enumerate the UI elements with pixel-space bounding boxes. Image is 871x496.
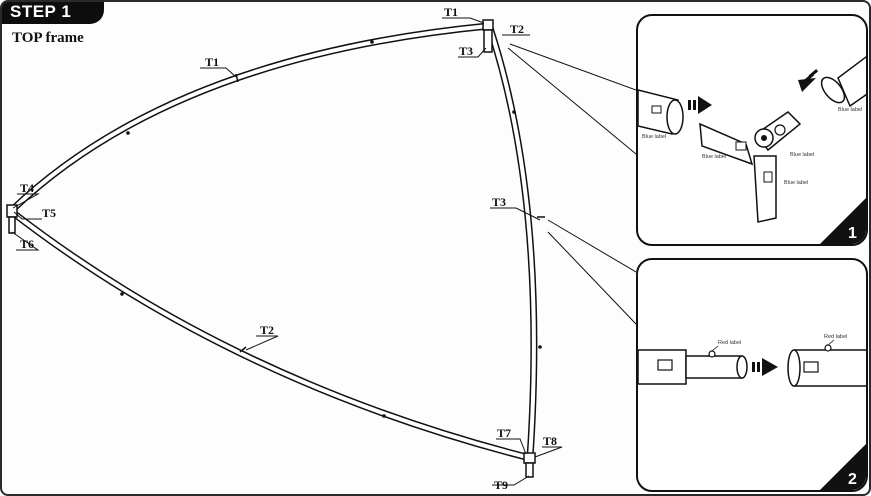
label-blue-tube: Blue label xyxy=(702,154,726,160)
label-blue-leg: Blue label xyxy=(784,180,808,186)
label-t1-left: T1 xyxy=(205,55,219,69)
step-title-banner: STEP 1 xyxy=(2,2,104,24)
label-t2-bottom: T2 xyxy=(260,323,274,337)
inset-1-number: 1 xyxy=(848,225,857,242)
section-subtitle: TOP frame xyxy=(12,30,84,46)
tube-receiving-end xyxy=(787,339,866,387)
inset-number-badge xyxy=(820,444,866,490)
label-blue-right: Blue label xyxy=(838,107,862,113)
label-leaders xyxy=(11,17,563,486)
label-t9: T9 xyxy=(494,478,508,492)
tube-right-end xyxy=(820,56,866,108)
tube-with-insert xyxy=(638,345,748,385)
inset-2-number: 2 xyxy=(848,471,857,488)
label-t3-upper: T3 xyxy=(459,44,473,58)
corner-connector-3way xyxy=(699,111,802,223)
label-t2-right: T2 xyxy=(510,22,524,36)
tube-left-end xyxy=(638,89,684,135)
corner-connector-bottom xyxy=(523,452,536,478)
label-blue-left: Blue label xyxy=(642,134,666,140)
label-blue-joint: Blue label xyxy=(790,152,814,158)
tube-dots xyxy=(120,40,542,418)
label-t4: T4 xyxy=(20,181,34,195)
inset-1-corner-connection: Blue label Blue label Blue label Blue la… xyxy=(636,14,868,246)
label-t7: T7 xyxy=(497,426,511,440)
label-t8: T8 xyxy=(543,434,557,448)
tube-t3 xyxy=(486,26,538,459)
inset-1-drawing: Blue label Blue label Blue label Blue la… xyxy=(638,56,866,244)
arrow-right-icon xyxy=(752,358,778,376)
inset-number-badge xyxy=(820,198,866,244)
tube-t2 xyxy=(9,209,531,462)
label-t3-right: T3 xyxy=(492,195,506,209)
corner-connector-top xyxy=(482,19,494,53)
arrow-right-icon xyxy=(688,96,712,114)
label-red-right: Red label xyxy=(824,334,847,340)
arrow-left-down-icon xyxy=(798,69,819,92)
tube-t1 xyxy=(9,22,489,213)
corner-connector-left xyxy=(6,204,18,234)
callout-lines xyxy=(507,43,637,325)
label-red: Red label xyxy=(718,340,741,346)
inset-2-drawing: Red label Red label 2 xyxy=(638,334,866,490)
tube-joints xyxy=(235,73,545,353)
label-t1-top: T1 xyxy=(444,5,458,19)
label-t5: T5 xyxy=(42,206,56,220)
label-t6: T6 xyxy=(20,237,34,251)
inset-2-tube-connection: Red label Red label 2 xyxy=(636,258,868,492)
